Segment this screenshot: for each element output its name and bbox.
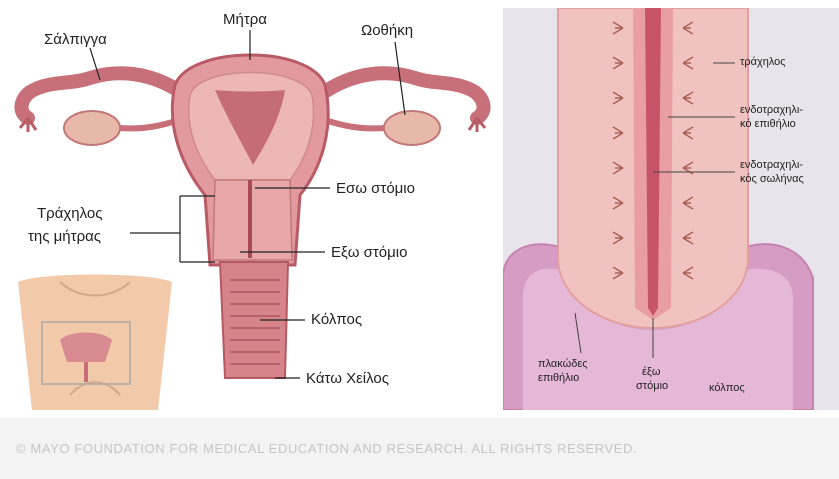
label-uterus: Μήτρα — [223, 11, 267, 28]
label-ovary: Ωοθήκη — [361, 22, 413, 39]
label-external-os-right-line2: στόμιο — [636, 380, 668, 392]
label-vagina: Κόλπος — [311, 311, 362, 328]
label-internal-os: Εσω στόμιο — [336, 180, 415, 197]
copyright-footer: © MAYO FOUNDATION FOR MEDICAL EDUCATION … — [0, 418, 839, 479]
label-endocervical-canal-line1: ενδοτραχηλι- — [740, 159, 803, 171]
copyright-text: © MAYO FOUNDATION FOR MEDICAL EDUCATION … — [16, 441, 637, 456]
label-squamous-epithelium-line2: επιθήλιο — [538, 372, 579, 384]
label-vagina-right: κόλπος — [709, 382, 745, 394]
body-inset — [18, 275, 172, 411]
uterus-diagram: Σάλπιγγα Μήτρα Ωοθήκη Τράχηλος της μήτρα… — [0, 0, 500, 420]
cervix — [213, 180, 292, 260]
left-fallopian-tube — [21, 73, 185, 118]
label-external-os-right-line1: έξω — [642, 366, 660, 378]
label-squamous-epithelium-line1: πλακώδες — [538, 358, 588, 370]
cervix-diagram: τράχηλος ενδοτραχηλι- κό επιθήλιο ενδοτρ… — [503, 8, 839, 410]
label-external-os: Εξω στόμιο — [331, 244, 407, 261]
label-fallopian-tube: Σάλπιγγα — [44, 31, 107, 48]
left-ovary — [64, 111, 120, 145]
label-endocervical-epithelium-line1: ενδοτραχηλι- — [740, 104, 803, 116]
label-cervix-line2: της μήτρας — [28, 228, 101, 245]
label-cervix-line1: Τράχηλος — [37, 205, 102, 222]
label-lower-lip: Κάτω Χείλος — [306, 370, 389, 387]
right-ovary — [384, 111, 440, 145]
cervix-illustration — [503, 8, 839, 410]
label-endocervical-epithelium-line2: κό επιθήλιο — [740, 118, 796, 130]
label-cervix-right: τράχηλος — [740, 56, 786, 68]
label-endocervical-canal-line2: κός σωλήνας — [740, 173, 804, 185]
